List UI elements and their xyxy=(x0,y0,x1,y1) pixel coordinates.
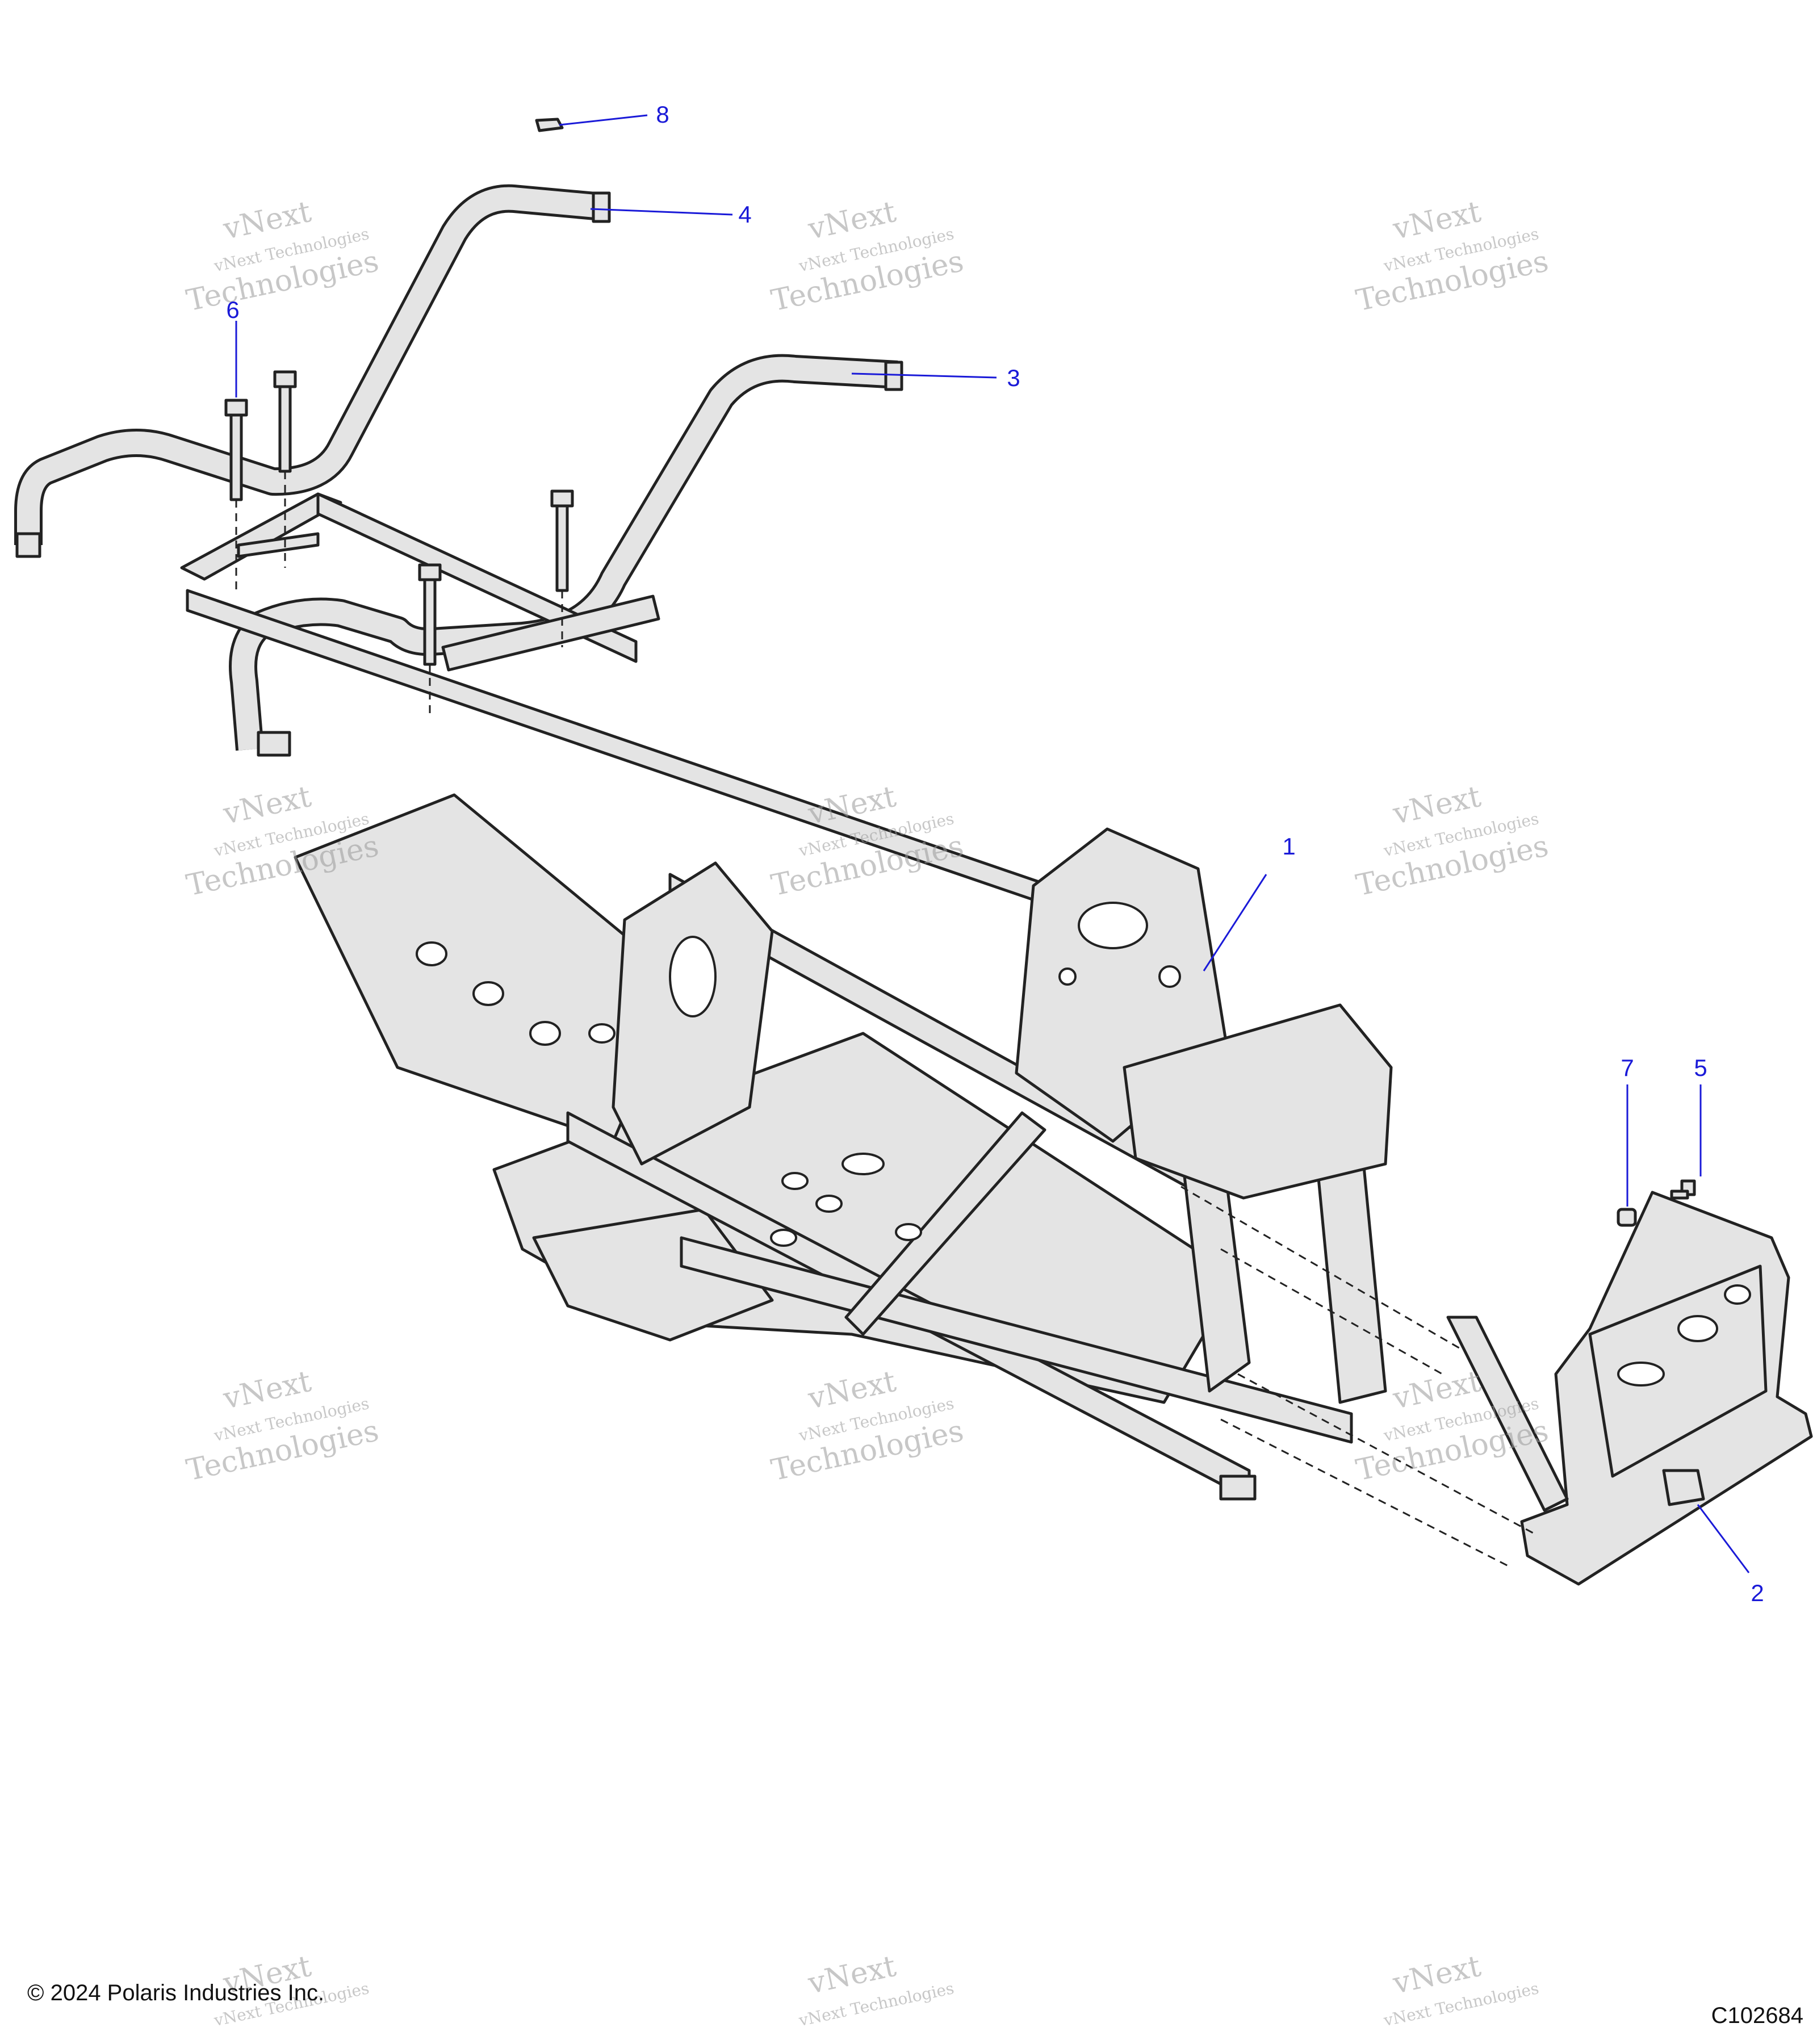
watermark: vNext vNext Technologies Technologies xyxy=(768,195,966,318)
flange-bolt-part-5 xyxy=(1670,1179,1696,1200)
copyright-notice: © 2024 Polaris Industries Inc. xyxy=(27,1980,325,2005)
callout-label-8: 8 xyxy=(656,101,669,128)
main-frame-part-1 xyxy=(294,793,1393,1501)
callout-5: 5 xyxy=(1694,1054,1707,1176)
watermark: vNext vNext Technologies xyxy=(797,1949,956,2030)
watermark: vNext vNext Technologies Technologies xyxy=(183,1364,382,1488)
watermark: vNext vNext Technologies xyxy=(1381,1949,1540,2030)
watermark: vNext vNext Technologies Technologies xyxy=(1353,780,1551,903)
callouts: 1 2 3 4 5 6 7 8 xyxy=(226,101,1764,1606)
callout-7: 7 xyxy=(1621,1054,1634,1207)
callout-label-1: 1 xyxy=(1282,833,1295,860)
callout-label-5: 5 xyxy=(1694,1054,1707,1081)
callout-label-3: 3 xyxy=(1007,365,1020,391)
callout-6: 6 xyxy=(226,296,240,397)
clip-part-8 xyxy=(535,118,564,132)
callout-label-6: 6 xyxy=(226,296,239,323)
callout-label-7: 7 xyxy=(1621,1054,1634,1081)
callout-1: 1 xyxy=(1203,833,1296,971)
front-bumper-assembly-lines xyxy=(1180,1186,1534,1568)
callout-4: 4 xyxy=(590,201,752,228)
watermark: vNext vNext Technologies Technologies xyxy=(768,1364,966,1488)
watermark: vNext vNext Technologies Technologies xyxy=(768,780,966,903)
flange-nut-part-7 xyxy=(1617,1208,1637,1227)
callout-label-4: 4 xyxy=(738,201,751,228)
front-bumper-part-2 xyxy=(1446,1191,1813,1586)
upper-rear-subframe xyxy=(180,492,1052,907)
callout-label-2: 2 xyxy=(1751,1580,1764,1606)
rear-rack-rail-part-4 xyxy=(14,184,611,558)
bolt-set-part-6 xyxy=(224,370,574,715)
callout-2: 2 xyxy=(1697,1504,1764,1606)
callout-8: 8 xyxy=(559,101,669,128)
watermark: vNext vNext Technologies Technologies xyxy=(1353,195,1551,318)
watermark: vNext vNext Technologies Technologies xyxy=(183,195,382,318)
drawing-number: C102684 xyxy=(1711,2003,1803,2028)
callout-3: 3 xyxy=(851,365,1020,391)
